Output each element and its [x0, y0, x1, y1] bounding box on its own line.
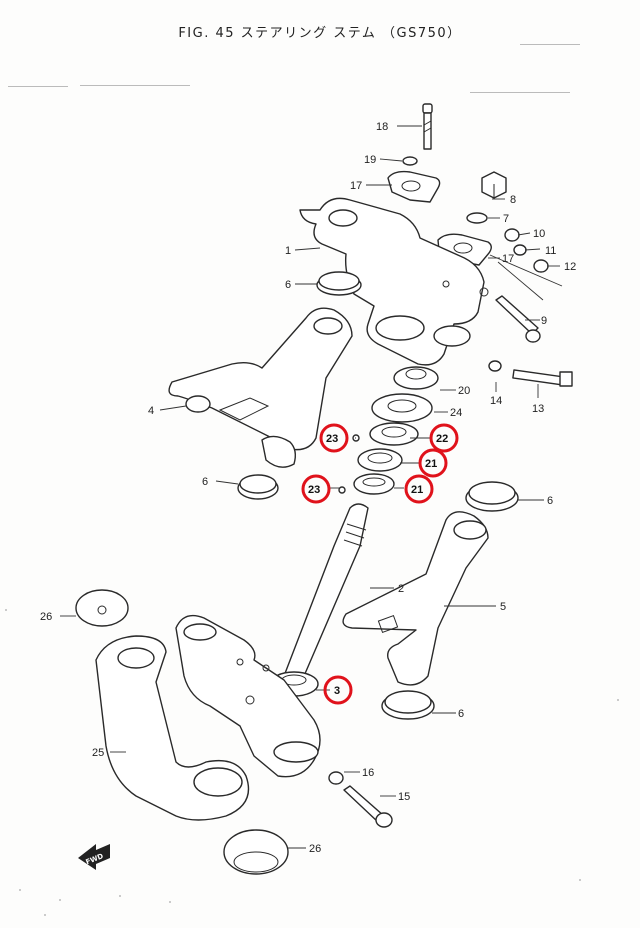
part-13-bolt	[512, 369, 573, 387]
callout-6-lower: 6	[458, 708, 464, 720]
callout-18: 18	[376, 121, 388, 133]
part-26-cap-lower	[223, 829, 289, 875]
callout-5: 5	[500, 601, 506, 613]
part-17-holder-upper	[387, 170, 441, 203]
part-18-bolt	[422, 103, 433, 150]
callout-4: 4	[148, 405, 154, 417]
callout-21-highlight-lower: 21	[411, 484, 423, 496]
callout-20: 20	[458, 385, 470, 397]
part-9-bolt	[495, 295, 541, 343]
callout-25: 25	[92, 747, 104, 759]
part-15-bolt	[343, 785, 393, 828]
callouts: 18 19 17 1 6 8 7 10 11 12 17 9 20 24 14 …	[40, 121, 576, 855]
leader-lines	[60, 125, 563, 849]
part-20-nut	[393, 366, 439, 390]
part-6-seal-right-upper	[465, 481, 519, 512]
callout-23-highlight: 23	[326, 433, 338, 445]
part-6-seal-upper	[316, 271, 362, 296]
part-24-washer	[371, 393, 433, 423]
part-4-left-bracket	[168, 307, 353, 468]
part-23-ball-lower	[338, 486, 346, 494]
callout-6-left: 6	[202, 476, 208, 488]
callout-6: 6	[285, 279, 291, 291]
part-19-nut	[402, 156, 418, 166]
callout-7: 7	[503, 213, 509, 225]
callout-22-highlight: 22	[436, 433, 448, 445]
part-12-nut	[533, 259, 549, 273]
part-5-right-bracket	[342, 511, 489, 686]
callout-24: 24	[450, 407, 462, 419]
callout-8: 8	[510, 194, 516, 206]
callout-17: 17	[350, 180, 362, 192]
part-11-washer	[513, 244, 527, 256]
callout-16: 16	[362, 767, 374, 779]
callout-3-highlight: 3	[334, 685, 340, 697]
callout-11: 11	[545, 245, 556, 257]
highlighted-callouts: 23 22 21 23 21 3	[301, 423, 459, 705]
part-22-race	[369, 422, 419, 446]
callout-6-right: 6	[547, 495, 553, 507]
part-6-seal-left	[237, 474, 279, 500]
callout-2: 2	[398, 583, 404, 595]
part-16-nut	[328, 771, 344, 785]
part-2-steering-stem	[283, 503, 369, 681]
part-1-upper-bracket	[299, 197, 489, 366]
part-6-seal-right-lower	[381, 690, 435, 720]
callout-26-lower: 26	[309, 843, 321, 855]
part-10-nut	[504, 228, 520, 242]
part-25-lower-cover	[95, 635, 250, 821]
part-21-bearing-lower	[353, 473, 395, 495]
callout-13: 13	[532, 403, 544, 415]
callout-1: 1	[285, 245, 291, 257]
part-8-bolt	[481, 171, 507, 199]
callout-19: 19	[364, 154, 376, 166]
part-14-nut	[488, 360, 502, 372]
callout-23-highlight-lower: 23	[308, 484, 320, 496]
lower-bracket	[175, 614, 321, 778]
callout-10: 10	[533, 228, 545, 240]
callout-17-right: 17	[502, 253, 514, 265]
figure-title: FIG. 45 ステアリング ステム （GS750）	[178, 26, 462, 41]
callout-21-highlight-upper: 21	[425, 458, 437, 470]
callout-15: 15	[398, 791, 410, 803]
fwd-arrow-icon: FWD	[78, 844, 110, 870]
callout-26: 26	[40, 611, 52, 623]
callout-9: 9	[541, 315, 547, 327]
part-21-bearing-upper	[357, 448, 403, 472]
part-26-cap-upper	[75, 589, 129, 627]
callout-12: 12	[564, 261, 576, 273]
scan-noise	[5, 44, 619, 916]
part-7-washer	[466, 212, 488, 224]
callout-14: 14	[490, 395, 502, 407]
